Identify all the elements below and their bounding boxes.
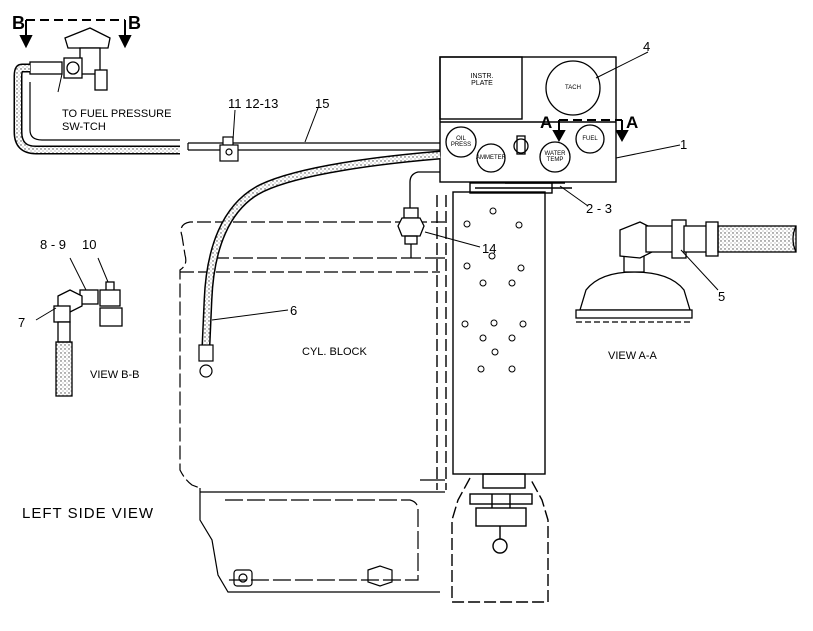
view-bb-label: VIEW B-B bbox=[90, 369, 140, 381]
callout-6: 6 bbox=[290, 303, 298, 318]
callout-15: 15 bbox=[315, 96, 330, 111]
water-temp-gauge bbox=[539, 141, 571, 173]
supply-tube-top bbox=[13, 63, 180, 155]
drain-plug bbox=[233, 565, 393, 587]
cyl-block-label: CYL. BLOCK bbox=[302, 346, 367, 358]
panel-gauges bbox=[445, 60, 605, 173]
tach-label: TACH bbox=[565, 85, 581, 91]
callout-5: 5 bbox=[718, 289, 726, 304]
view-aa-hose bbox=[717, 225, 797, 253]
section-marker-a-right: A bbox=[626, 113, 639, 132]
section-marker-a-left: A bbox=[540, 113, 553, 132]
ammeter-gauge bbox=[476, 143, 506, 173]
section-line-bb bbox=[19, 19, 132, 49]
view-aa-label: VIEW A-A bbox=[608, 350, 657, 362]
ammeter-label: AMMETER bbox=[476, 155, 506, 161]
leader-lines bbox=[35, 51, 719, 321]
fuel-label: FUEL bbox=[582, 136, 598, 142]
view-aa-detail bbox=[575, 219, 719, 323]
ignition-switch bbox=[513, 138, 529, 154]
callout-2-3: 2 - 3 bbox=[586, 201, 613, 216]
gauge-line-14 bbox=[397, 171, 440, 258]
fuel-gauge bbox=[575, 124, 605, 154]
cylinder-block-outline bbox=[179, 221, 445, 593]
callout-14: 14 bbox=[482, 241, 497, 256]
callout-11-13: 11 12-13 bbox=[228, 96, 279, 111]
line-15 bbox=[187, 136, 440, 162]
callout-1: 1 bbox=[680, 137, 688, 152]
fuel-pressure-switch bbox=[29, 27, 111, 91]
switch-label: SW-TCH bbox=[62, 121, 106, 133]
left-side-view-label: LEFT SIDE VIEW bbox=[22, 505, 155, 522]
hose-6 bbox=[198, 150, 441, 378]
bottom-bracket bbox=[451, 473, 549, 603]
instrument-panel bbox=[439, 56, 617, 194]
section-marker-b-right: B bbox=[128, 13, 141, 33]
view-bb-tube bbox=[55, 341, 73, 397]
section-line-aa bbox=[552, 119, 629, 143]
fuel-pressure-label: TO FUEL PRESSURE bbox=[62, 108, 172, 120]
front-column bbox=[436, 191, 546, 490]
callout-10: 10 bbox=[82, 237, 97, 252]
oil-pressure-gauge bbox=[445, 126, 477, 158]
callout-8-9: 8 - 9 bbox=[40, 237, 67, 252]
callout-7: 7 bbox=[18, 315, 26, 330]
section-marker-b-left: B bbox=[12, 13, 25, 33]
tach-gauge bbox=[545, 60, 601, 116]
instr-plate-label: INSTR. PLATE bbox=[470, 73, 494, 87]
column-bolt-holes bbox=[461, 207, 527, 373]
oil-press-label: OIL PRESS bbox=[450, 136, 472, 148]
callout-4: 4 bbox=[643, 39, 651, 54]
view-bb-detail bbox=[53, 281, 123, 343]
water-temp-label: WATER TEMP bbox=[544, 151, 566, 163]
